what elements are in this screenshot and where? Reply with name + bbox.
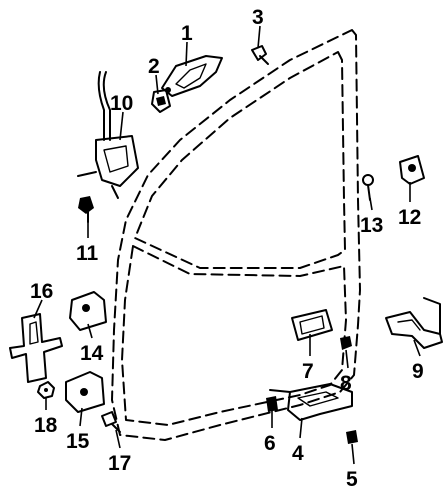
callout-2: 2 [148,55,160,78]
outside-handle [385,297,443,349]
striker [399,155,425,185]
door-outline [111,29,361,441]
callout-11: 11 [76,242,99,265]
callout-12: 12 [398,206,421,229]
door-check [9,313,63,383]
door-latch [269,383,353,421]
bolt-17 [101,411,121,433]
callout-10: 10 [110,92,133,115]
upper-hinge [69,291,107,331]
callout-16: 16 [30,280,53,303]
callout-17: 17 [108,452,131,475]
callout-3: 3 [252,6,264,29]
screw-8 [340,336,352,350]
bolt-3 [251,45,269,65]
inside-handle-bezel [291,309,333,341]
callout-8: 8 [340,372,352,395]
callout-6: 6 [264,432,276,455]
callout-13: 13 [360,214,383,237]
lower-hinge [65,371,105,413]
nut-18 [37,381,55,399]
callout-7: 7 [302,360,314,383]
bolt-6 [266,396,278,412]
callout-labels: 1 2 3 4 5 6 7 8 9 10 11 12 13 14 15 16 1… [30,6,424,491]
leader-lines [33,25,421,465]
inside-handle-housing [161,55,223,97]
callout-9: 9 [412,360,424,383]
bolt-11 [78,196,94,223]
handle-clip [151,89,171,113]
callout-1: 1 [181,22,193,45]
callout-5: 5 [346,468,358,491]
lock-actuator [77,71,139,199]
bolt-13 [362,174,374,201]
screw-5 [346,430,358,444]
callout-14: 14 [80,342,104,365]
callout-4: 4 [292,442,304,465]
callout-18: 18 [34,414,58,437]
callout-15: 15 [66,430,90,453]
